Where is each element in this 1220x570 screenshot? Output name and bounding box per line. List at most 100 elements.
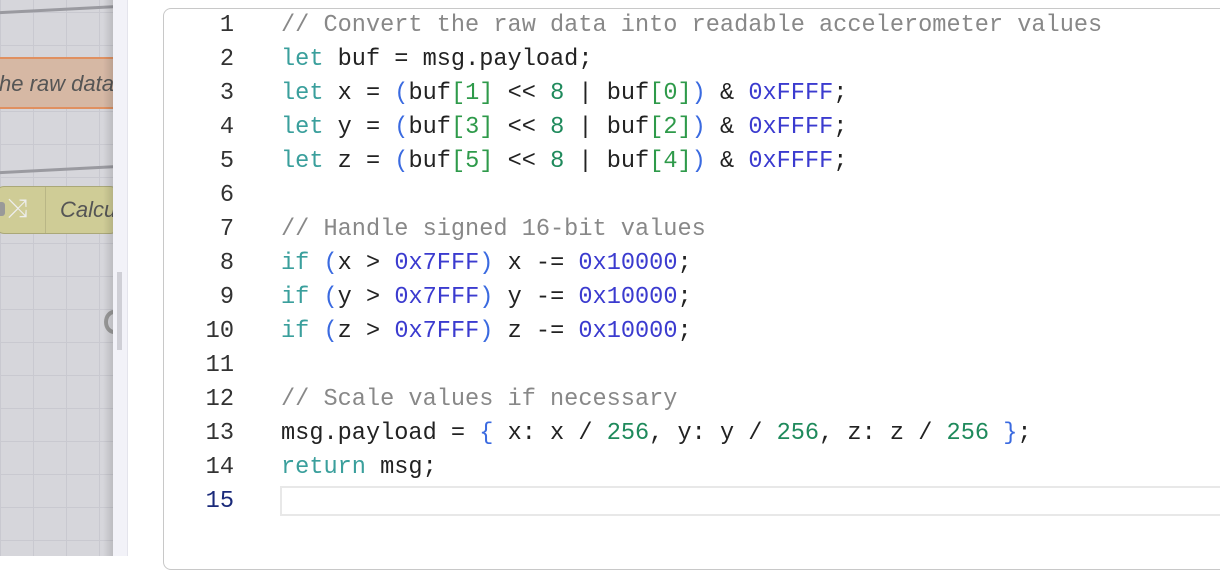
code-token: 0xFFFF [748,80,834,107]
line-number: 3 [219,80,234,107]
code-token: [2] [649,114,692,141]
code-token [309,250,323,277]
code-token: x -= [493,250,579,277]
line-number: 15 [205,488,234,515]
code-token: << [493,148,551,175]
code-token: z = [323,148,395,175]
code-token: y > [337,284,395,311]
code-token: & [705,80,749,107]
code-token: | buf [564,80,650,107]
code-token: 256 [776,420,820,447]
function-node[interactable]: ⤨ Calculate [0,186,113,234]
shuffle-icon: ⤨ [7,193,28,223]
line-code[interactable]: // Scale values if necessary [281,383,677,417]
code-token: , z: z / [819,420,947,447]
line-number: 13 [205,420,234,447]
line-number: 11 [205,352,234,379]
code-token: [3] [450,114,494,141]
code-token: buf [408,148,451,175]
code-token: return [281,454,366,481]
line-code[interactable]: if (x > 0x7FFF) x -= 0x10000; [281,247,692,281]
code-token: // Convert the raw data into readable ac… [281,12,1103,39]
code-token: 8 [550,80,565,107]
code-token: x = [323,80,395,107]
active-line-highlight [280,486,1220,516]
code-token: 0xFFFF [748,114,834,141]
line-code[interactable]: let x = (buf[1] << 8 | buf[0]) & 0xFFFF; [281,77,847,111]
code-editor[interactable]: 1// Convert the raw data into readable a… [163,8,1220,570]
code-token: ) [691,148,706,175]
panel-divider[interactable] [113,0,128,556]
code-token: buf = msg.payload; [323,46,593,73]
code-token: ( [394,80,409,107]
code-token: 256 [946,420,990,447]
code-token: let [281,148,324,175]
node-separator [45,187,46,233]
code-token: ; [677,318,692,345]
line-number: 14 [205,454,234,481]
code-token: 8 [550,114,565,141]
code-token: << [493,114,551,141]
code-token: 0x10000 [578,250,678,277]
canvas-shadow [103,0,113,556]
code-token: ) [479,250,494,277]
code-token: 256 [606,420,650,447]
code-token: y -= [493,284,579,311]
code-token: << [493,80,551,107]
code-token: & [705,114,749,141]
code-token: let [281,46,324,73]
line-number: 10 [205,318,234,345]
code-token: if [281,250,310,277]
code-token: ; [677,284,692,311]
function-node-label: Calculate [60,197,113,222]
code-token: // Handle signed 16-bit values [281,216,706,243]
code-token: x: x / [493,420,607,447]
code-token: { [479,420,494,447]
code-token: ( [323,250,338,277]
code-token: ) [479,318,494,345]
code-token: [5] [450,148,494,175]
line-code[interactable]: if (y > 0x7FFF) y -= 0x10000; [281,281,692,315]
code-token: [4] [649,148,692,175]
code-token: ( [323,318,338,345]
code-token: , y: y / [649,420,777,447]
code-token: ; [833,80,848,107]
line-number: 7 [219,216,234,243]
code-token: ; [1017,420,1032,447]
line-code[interactable]: // Convert the raw data into readable ac… [281,9,1102,43]
resize-handle[interactable] [117,272,122,350]
code-token: ) [691,114,706,141]
comment-node-label: Convert the raw data [0,71,113,96]
code-token [989,420,1003,447]
code-token: [1] [450,80,494,107]
code-token: 0x7FFF [394,284,480,311]
line-code[interactable]: let y = (buf[3] << 8 | buf[2]) & 0xFFFF; [281,111,847,145]
node-port[interactable] [104,310,113,334]
code-token: // Scale values if necessary [281,386,678,413]
code-token: 0x7FFF [394,250,480,277]
flow-canvas[interactable]: Convert the raw data ⤨ Calculate [0,0,113,556]
code-token [309,318,323,345]
code-token: 0x10000 [578,284,678,311]
code-token: if [281,284,310,311]
line-code[interactable]: let buf = msg.payload; [281,43,593,77]
code-token: 0x10000 [578,318,678,345]
code-token: & [705,148,749,175]
code-token: ( [394,114,409,141]
code-token: ; [833,148,848,175]
code-token: y = [323,114,395,141]
line-code[interactable]: msg.payload = { x: x / 256, y: y / 256, … [281,417,1032,451]
line-code[interactable]: let z = (buf[5] << 8 | buf[4]) & 0xFFFF; [281,145,847,179]
line-code[interactable]: // Handle signed 16-bit values [281,213,706,247]
code-token: ( [323,284,338,311]
code-token: z -= [493,318,579,345]
line-code[interactable]: if (z > 0x7FFF) z -= 0x10000; [281,315,692,349]
input-port[interactable] [0,202,5,216]
line-code[interactable]: return msg; [281,451,437,485]
line-number: 6 [219,182,234,209]
comment-node[interactable]: Convert the raw data [0,57,113,109]
code-token: ; [833,114,848,141]
code-token: if [281,318,310,345]
line-number: 8 [219,250,234,277]
code-token: | buf [564,114,650,141]
